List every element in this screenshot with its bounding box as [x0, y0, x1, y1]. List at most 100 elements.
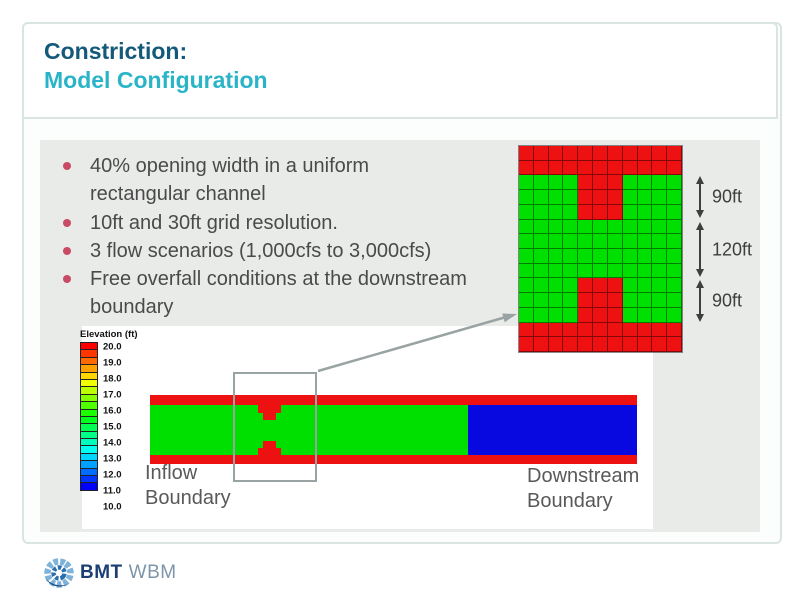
grid-cell-water	[519, 219, 534, 235]
grid-cell-water	[563, 219, 579, 235]
boundary-label-line: Boundary	[527, 490, 613, 512]
grid-cell-water	[533, 307, 549, 323]
grid-cell-water	[519, 293, 534, 308]
bullet-text: boundary	[90, 296, 174, 319]
grid-cell-land	[593, 307, 608, 323]
channel-figure	[150, 395, 637, 464]
grid-cell-land	[593, 337, 608, 352]
grid-cell-land	[607, 322, 623, 338]
grid-cell-water	[563, 190, 579, 205]
grid-cell-water	[519, 278, 534, 294]
grid-cell-land	[578, 322, 594, 338]
grid-cell-land	[607, 278, 623, 294]
grid-cell-land	[533, 337, 549, 352]
grid-cell-land	[652, 337, 668, 352]
grid-cell-water	[652, 293, 668, 308]
grid-cell-water	[548, 175, 564, 191]
grid-cell-water	[548, 204, 564, 220]
grid-cell-land	[607, 337, 623, 352]
bullet-item: 40% opening width in a uniform rectangula…	[60, 152, 530, 209]
bullet-text: rectangular channel	[90, 183, 266, 206]
grid-cell-water	[519, 234, 534, 249]
constriction-top-stem	[263, 413, 276, 420]
grid-cell-land	[548, 160, 564, 176]
grid-cell-land	[652, 160, 668, 176]
bullet-dot-icon	[63, 218, 71, 227]
grid-cell-land	[607, 175, 623, 191]
channel-downstream-blue	[468, 405, 637, 455]
slide-title-line2: Model Configuration	[44, 67, 268, 93]
grid-cell-land	[548, 146, 564, 161]
grid-cell-water	[519, 249, 534, 264]
grid-cell-water	[533, 263, 549, 279]
double-arrow-icon	[696, 176, 704, 218]
grid-cell-land	[533, 160, 549, 176]
bullet-item: 3 flow scenarios (1,000cfs to 3,000cfs)	[60, 237, 530, 265]
grid-cell-water	[593, 249, 608, 264]
grid-cell-water	[652, 190, 668, 205]
zoom-rectangle	[233, 372, 317, 482]
grid-cell-land	[593, 190, 608, 205]
legend-tick-label: 10.0	[103, 501, 122, 513]
grid-cell-water	[667, 293, 682, 308]
grid-cell-land	[578, 160, 594, 176]
grid-cell-water	[607, 263, 623, 279]
bullet-text: 40% opening width in a uniform	[90, 155, 370, 177]
grid-cell-water	[548, 263, 564, 279]
grid-cell-water	[519, 175, 534, 191]
legend-tick-label: 15.0	[103, 421, 122, 433]
grid-cell-water	[533, 190, 549, 205]
channel-bottom-bank	[150, 455, 637, 464]
grid-cell-water	[533, 219, 549, 235]
grid-cell-water	[519, 307, 534, 323]
title-box: Constriction: Model Configuration	[22, 22, 778, 119]
grid-cell-water	[548, 278, 564, 294]
grid-cell-water	[667, 175, 682, 191]
grid-cell-water	[622, 190, 638, 205]
grid-cell-land	[667, 146, 682, 161]
grid-cell-land	[578, 175, 594, 191]
grid-cell-land	[578, 278, 594, 294]
grid-cell-water	[637, 219, 653, 235]
dimension-annotation: 90ft	[694, 280, 764, 322]
grid-cell-land	[593, 175, 608, 191]
grid-cell-water	[607, 219, 623, 235]
grid-cell-water	[652, 263, 668, 279]
grid-cell-water	[533, 293, 549, 308]
grid-cell-land	[563, 146, 579, 161]
grid-cell-water	[667, 219, 682, 235]
grid-cell-water	[637, 278, 653, 294]
dimension-label: 90ft	[712, 186, 743, 207]
grid-cell-land	[519, 160, 534, 176]
dimension-label: 90ft	[712, 290, 743, 311]
grid-cell-water	[578, 249, 594, 264]
grid-cell-water	[563, 204, 579, 220]
bullet-dot-icon	[63, 246, 71, 255]
grid-cell-water	[548, 219, 564, 235]
grid-cell-land	[667, 160, 682, 176]
grid-cell-land	[652, 146, 668, 161]
grid-cell-water	[652, 278, 668, 294]
grid-cell-land	[593, 160, 608, 176]
grid-cell-water	[622, 219, 638, 235]
grid-cell-water	[652, 234, 668, 249]
bullet-text: Free overfall conditions at the downstre…	[90, 268, 467, 291]
grid-cell-land	[667, 337, 682, 352]
grid-cell-water	[622, 234, 638, 249]
grid-cell-land	[593, 278, 608, 294]
grid-cell-land	[519, 146, 534, 161]
grid-cell-water	[637, 263, 653, 279]
grid-cell-land	[548, 337, 564, 352]
legend-tick-label: 13.0	[103, 453, 122, 465]
grid-cell-water	[637, 190, 653, 205]
legend-title: Elevation (ft)	[80, 329, 138, 340]
grid-cell-water	[519, 190, 534, 205]
elevation-legend-colorbar	[80, 342, 98, 491]
grid-cell-water	[533, 249, 549, 264]
grid-cell-land	[607, 307, 623, 323]
grid-cell-water	[607, 234, 623, 249]
grid-cell-water	[622, 204, 638, 220]
grid-cell-land	[637, 322, 653, 338]
